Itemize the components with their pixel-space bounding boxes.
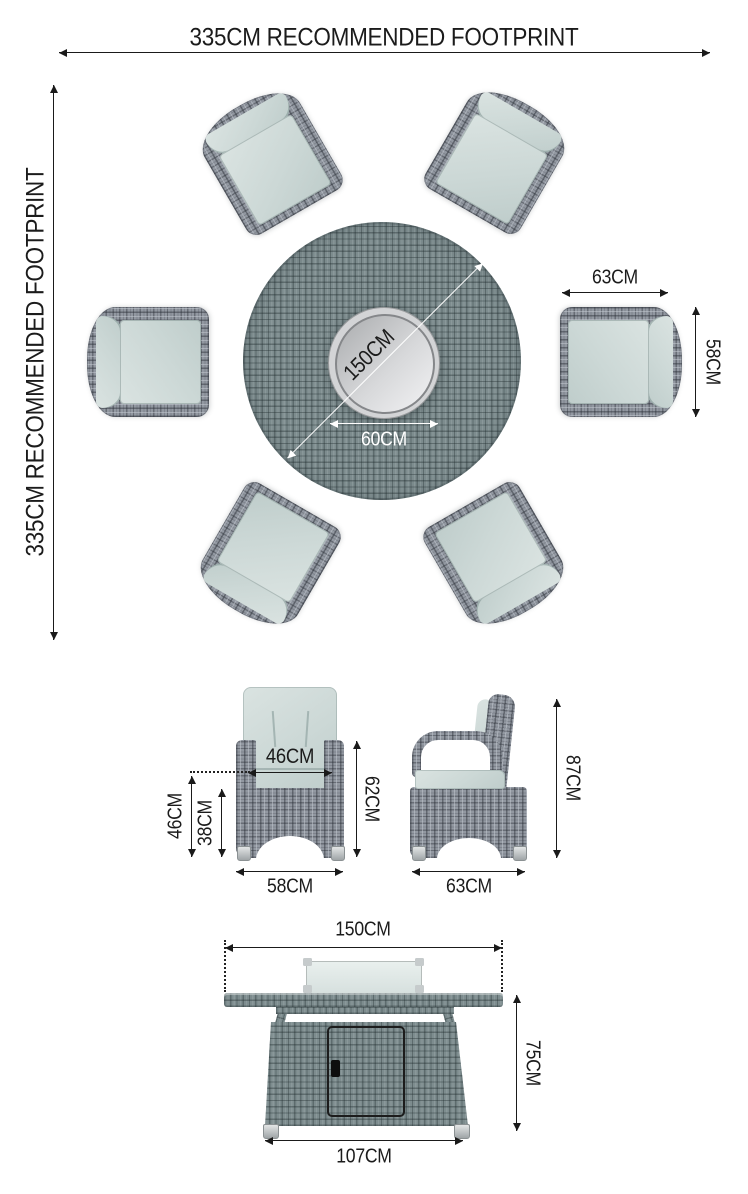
front-chair-lower-body (236, 788, 344, 858)
fire-pit-rim (328, 307, 440, 419)
chair-back-cushion (96, 316, 122, 408)
side-chair-seat-cushion (415, 770, 505, 789)
side-chair-arch-cutout (437, 838, 501, 880)
front-seat-height-arrow (188, 776, 197, 857)
table-under-rim (276, 1007, 454, 1014)
front-chair-arch-cutout (256, 836, 324, 884)
pedestal-door-handle (331, 1060, 340, 1077)
side-total-depth-arrow (412, 868, 525, 877)
front-back-height-label: 62CM (360, 776, 383, 822)
topview-chair-depth-arrow (692, 307, 701, 417)
front-chair-right-arm-post (324, 740, 344, 790)
side-total-height-arrow (553, 699, 562, 858)
glass-windguard (306, 961, 422, 994)
tablefront-base-width-label: 107CM (336, 1145, 392, 1168)
topview-chair-width-label: 63CM (592, 266, 638, 289)
front-cushion-height-arrow (218, 789, 227, 857)
glass-windguard-clip (303, 958, 312, 966)
front-seat-height-dotted-line (190, 771, 250, 773)
front-chair-left-arm-post (236, 740, 256, 790)
footprint-left-label: 335CM RECOMMENDED FOOTPRINT (21, 167, 50, 557)
footprint-top-arrow (59, 49, 710, 58)
tablefront-height-arrow (513, 995, 522, 1131)
topview-chair-depth-label: 58CM (701, 339, 724, 385)
side-total-height-label: 87CM (561, 755, 584, 801)
tabletop (224, 993, 503, 1007)
front-chair-right-foot (331, 846, 345, 861)
fire-pit-bowl (335, 314, 435, 414)
glass-windguard-clip (415, 958, 424, 966)
side-chair-armrest (412, 731, 502, 777)
tablefront-height-label: 75CM (521, 1040, 544, 1086)
front-back-height-arrow (353, 741, 362, 857)
side-total-depth-label: 63CM (446, 875, 492, 898)
glass-windguard-clip (303, 985, 312, 993)
front-chair-left-foot (237, 846, 251, 861)
front-chair-back-cushion (243, 687, 337, 789)
side-chair-front-foot (412, 846, 426, 861)
front-total-width-label: 58CM (267, 875, 313, 898)
front-cushion-height-label: 38CM (194, 800, 217, 846)
pedestal-door (327, 1026, 405, 1117)
topview-chair-width-arrow (562, 289, 668, 298)
footprint-left-arrow (50, 85, 59, 640)
chair-seat-cushion (120, 320, 201, 404)
front-seat-width-label: 46CM (265, 745, 315, 768)
chair-seat-cushion (568, 320, 649, 404)
tablefront-right-extension-line (501, 940, 503, 992)
side-chair-back-foot (513, 846, 527, 861)
chair-top-right (419, 77, 577, 239)
tablefront-top-width-arrow (225, 944, 502, 953)
chair-right (560, 307, 682, 417)
chair-back-cushion (647, 316, 673, 408)
firepit-diameter-label: 60CM (361, 428, 407, 451)
tablefront-left-extension-line (224, 940, 226, 992)
front-seat-width-arrow (248, 769, 332, 778)
tablefront-top-width-label: 150CM (335, 918, 391, 941)
footprint-top-label: 335CM RECOMMENDED FOOTPRINT (189, 23, 579, 52)
chair-left (87, 307, 209, 417)
firepit-diameter-arrow (330, 420, 438, 429)
front-total-width-arrow (236, 868, 343, 877)
table-pedestal (265, 1022, 468, 1126)
chair-bottom-right (418, 477, 576, 639)
tablefront-base-width-arrow (265, 1137, 463, 1146)
front-seat-height-label: 46CM (164, 793, 187, 839)
chair-top-left (190, 78, 348, 240)
front-chair-seat-seam (245, 768, 335, 770)
glass-windguard-clip (415, 985, 424, 993)
chair-bottom-left (188, 477, 346, 639)
